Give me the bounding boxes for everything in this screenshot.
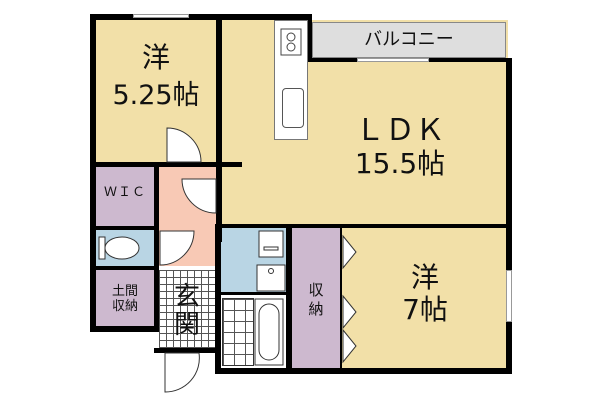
doma-storage-label-1: 土間	[111, 284, 138, 299]
bathtub-icon	[254, 298, 284, 366]
room2-size: 7帖	[402, 293, 448, 326]
ldk-type: ＬＤＫ	[355, 113, 445, 148]
toilet-icon	[98, 236, 140, 260]
closet-room	[292, 228, 340, 368]
doma-storage-room	[96, 270, 154, 326]
entrance-genkan	[159, 270, 215, 348]
shower-floor	[222, 298, 254, 366]
closet-label-1: 収	[308, 281, 324, 299]
door-room1[interactable]	[166, 127, 202, 163]
balcony-label: バルコニー	[364, 29, 454, 50]
room1-type: 洋	[141, 41, 170, 74]
closet-label-2: 納	[308, 300, 324, 318]
kitchen-counter	[274, 20, 308, 140]
washing-machine-icon	[256, 264, 286, 292]
door-room2-closet[interactable]	[342, 232, 358, 366]
door-entrance[interactable]	[163, 352, 203, 400]
room1-size: 5.25帖	[112, 80, 200, 111]
entrance-label-2: 関	[173, 310, 200, 340]
stove-icon	[280, 28, 302, 56]
ldk-size: 15.5帖	[354, 147, 446, 180]
room2-type: 洋	[410, 261, 439, 294]
western-room-1	[96, 20, 216, 162]
window-room2-side	[506, 270, 512, 322]
entrance-label-1: 玄	[173, 282, 200, 312]
balcony	[312, 22, 506, 58]
washbasin-icon	[258, 230, 284, 258]
door-hall-ldk[interactable]	[181, 178, 217, 214]
doma-storage-label-2: 収納	[111, 299, 138, 314]
western-room-2	[342, 228, 508, 368]
sink-icon	[282, 88, 304, 128]
window-room1	[133, 14, 189, 18]
door-toilet[interactable]	[159, 230, 195, 266]
wic-label: ＷＩＣ	[103, 185, 146, 200]
wic-room	[96, 166, 154, 226]
window-ldk-balcony	[357, 58, 429, 62]
